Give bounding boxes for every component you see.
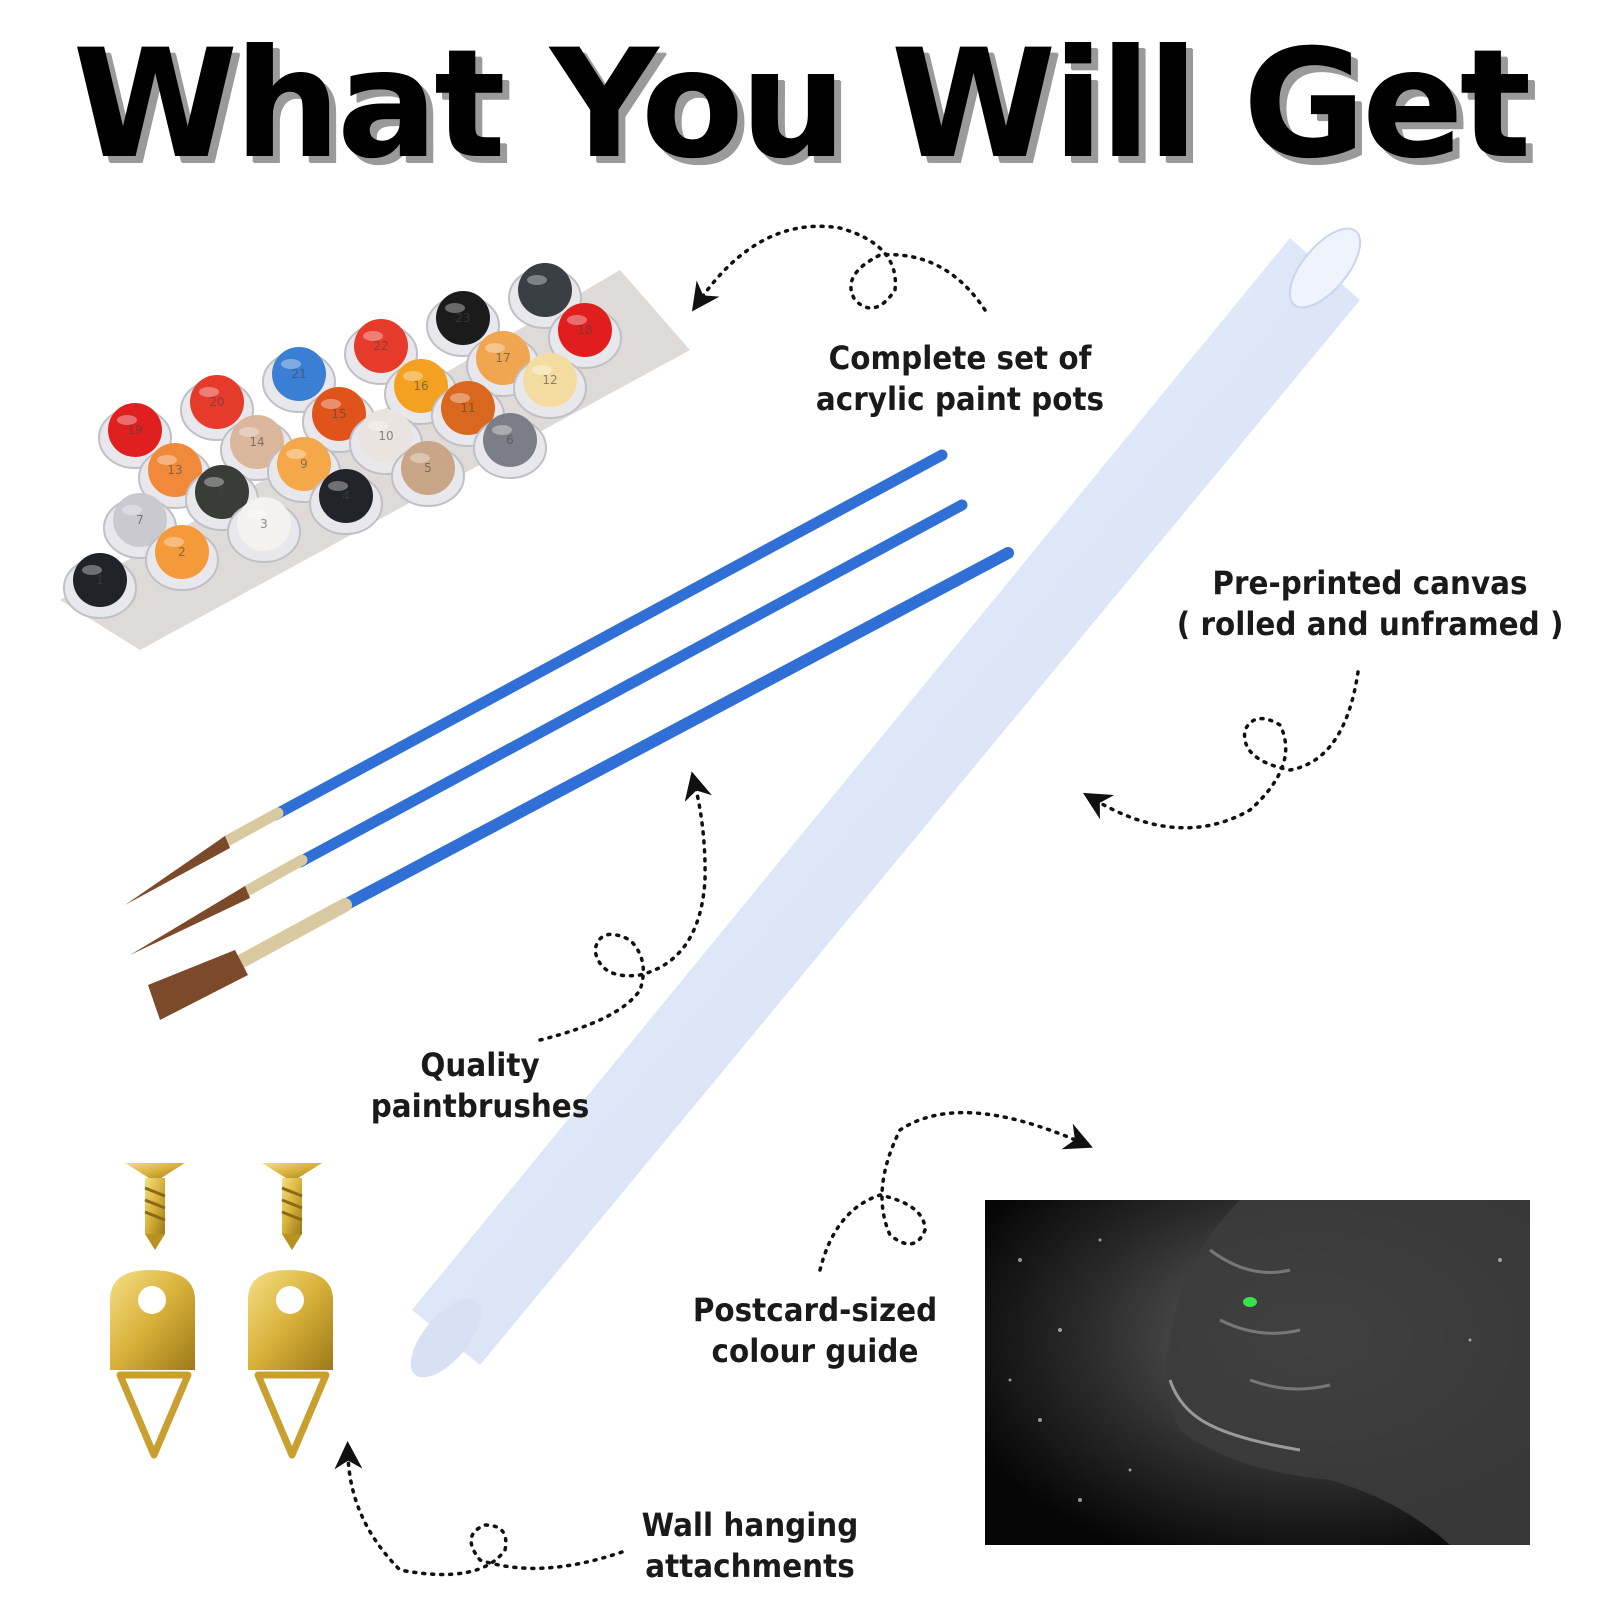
paint-pot-number: 15 [331, 407, 346, 421]
paint-pot: 22 [344, 319, 418, 385]
paint-pot-number: 9 [300, 457, 308, 471]
paint-pot: 20 [180, 375, 254, 441]
tiger-eye [1243, 1297, 1257, 1307]
paint-pot-number: 1 [96, 573, 104, 587]
colour-guide-postcard [985, 1200, 1530, 1545]
paint-pot: 21 [262, 347, 336, 413]
paint-pot-number: 23 [455, 311, 470, 325]
paint-pot: 4 [309, 469, 383, 535]
label-paint-pots: Complete set of acrylic paint pots [815, 339, 1105, 418]
paint-pot: 2 [145, 525, 219, 591]
canvas-roll [410, 227, 1362, 1378]
arrow-canvas [1082, 670, 1360, 830]
paint-pot-number: 3 [260, 517, 268, 531]
paint-pot: 12 [513, 353, 587, 419]
paint-pot-number: 10 [378, 429, 393, 443]
paint-pot-number: 5 [424, 461, 432, 475]
paint-pot-number: 12 [542, 373, 557, 387]
label-canvas: Pre-printed canvas ( rolled and unframed… [1176, 564, 1564, 643]
paint-pot-number: 21 [291, 367, 306, 381]
paint-pot-number: 6 [506, 433, 514, 447]
paint-pot-number: 13 [167, 463, 182, 477]
paintbrushes [125, 449, 1014, 1020]
paint-pot: 1 [63, 553, 137, 619]
paint-pot: 3 [227, 497, 301, 563]
paint-pot-number: 24 [537, 283, 552, 297]
paint-pot-number: 7 [136, 513, 144, 527]
d-ring-hanger-2 [248, 1270, 333, 1459]
paint-pot: 5 [391, 441, 465, 507]
d-ring-hanger-1 [110, 1270, 195, 1459]
paintbrush-1 [125, 449, 948, 905]
paint-pot: 19 [98, 403, 172, 469]
label-colour-guide: Postcard-sized colour guide [692, 1291, 938, 1370]
paint-pot-number: 17 [495, 351, 510, 365]
paintbrush-2 [130, 499, 968, 955]
paintbrush-3 [148, 547, 1014, 1020]
paint-pot-number: 18 [577, 323, 592, 337]
paint-pot-number: 16 [413, 379, 428, 393]
paint-pot-number: 8 [218, 485, 226, 499]
paint-pot-number: 4 [342, 489, 350, 503]
wall-hanging-hardware [110, 1163, 333, 1459]
dotted-arrows [334, 224, 1360, 1577]
paint-pot-number: 19 [127, 423, 142, 437]
paint-pot-number: 22 [373, 339, 388, 353]
label-brushes: Quality paintbrushes [370, 1046, 590, 1125]
arrow-hanging [334, 1441, 624, 1577]
arrow-brushes [538, 771, 712, 1042]
paint-pot-number: 14 [249, 435, 264, 449]
arrow-paint-pots [691, 224, 987, 312]
paint-pot-number: 20 [209, 395, 224, 409]
screw-2 [262, 1163, 322, 1250]
arrow-colour-guide [818, 1110, 1093, 1272]
paint-pot: 23 [426, 291, 500, 357]
screw-1 [125, 1163, 185, 1250]
paint-pot-number: 2 [178, 545, 186, 559]
paint-pot: 6 [473, 413, 547, 479]
paint-pot: 24 [508, 263, 582, 329]
page-title: What You Will Get [72, 18, 1532, 192]
paint-pot: 18 [548, 303, 622, 369]
label-wall-hanging: Wall hanging attachments [641, 1506, 859, 1585]
paint-pot-number: 11 [460, 401, 475, 415]
